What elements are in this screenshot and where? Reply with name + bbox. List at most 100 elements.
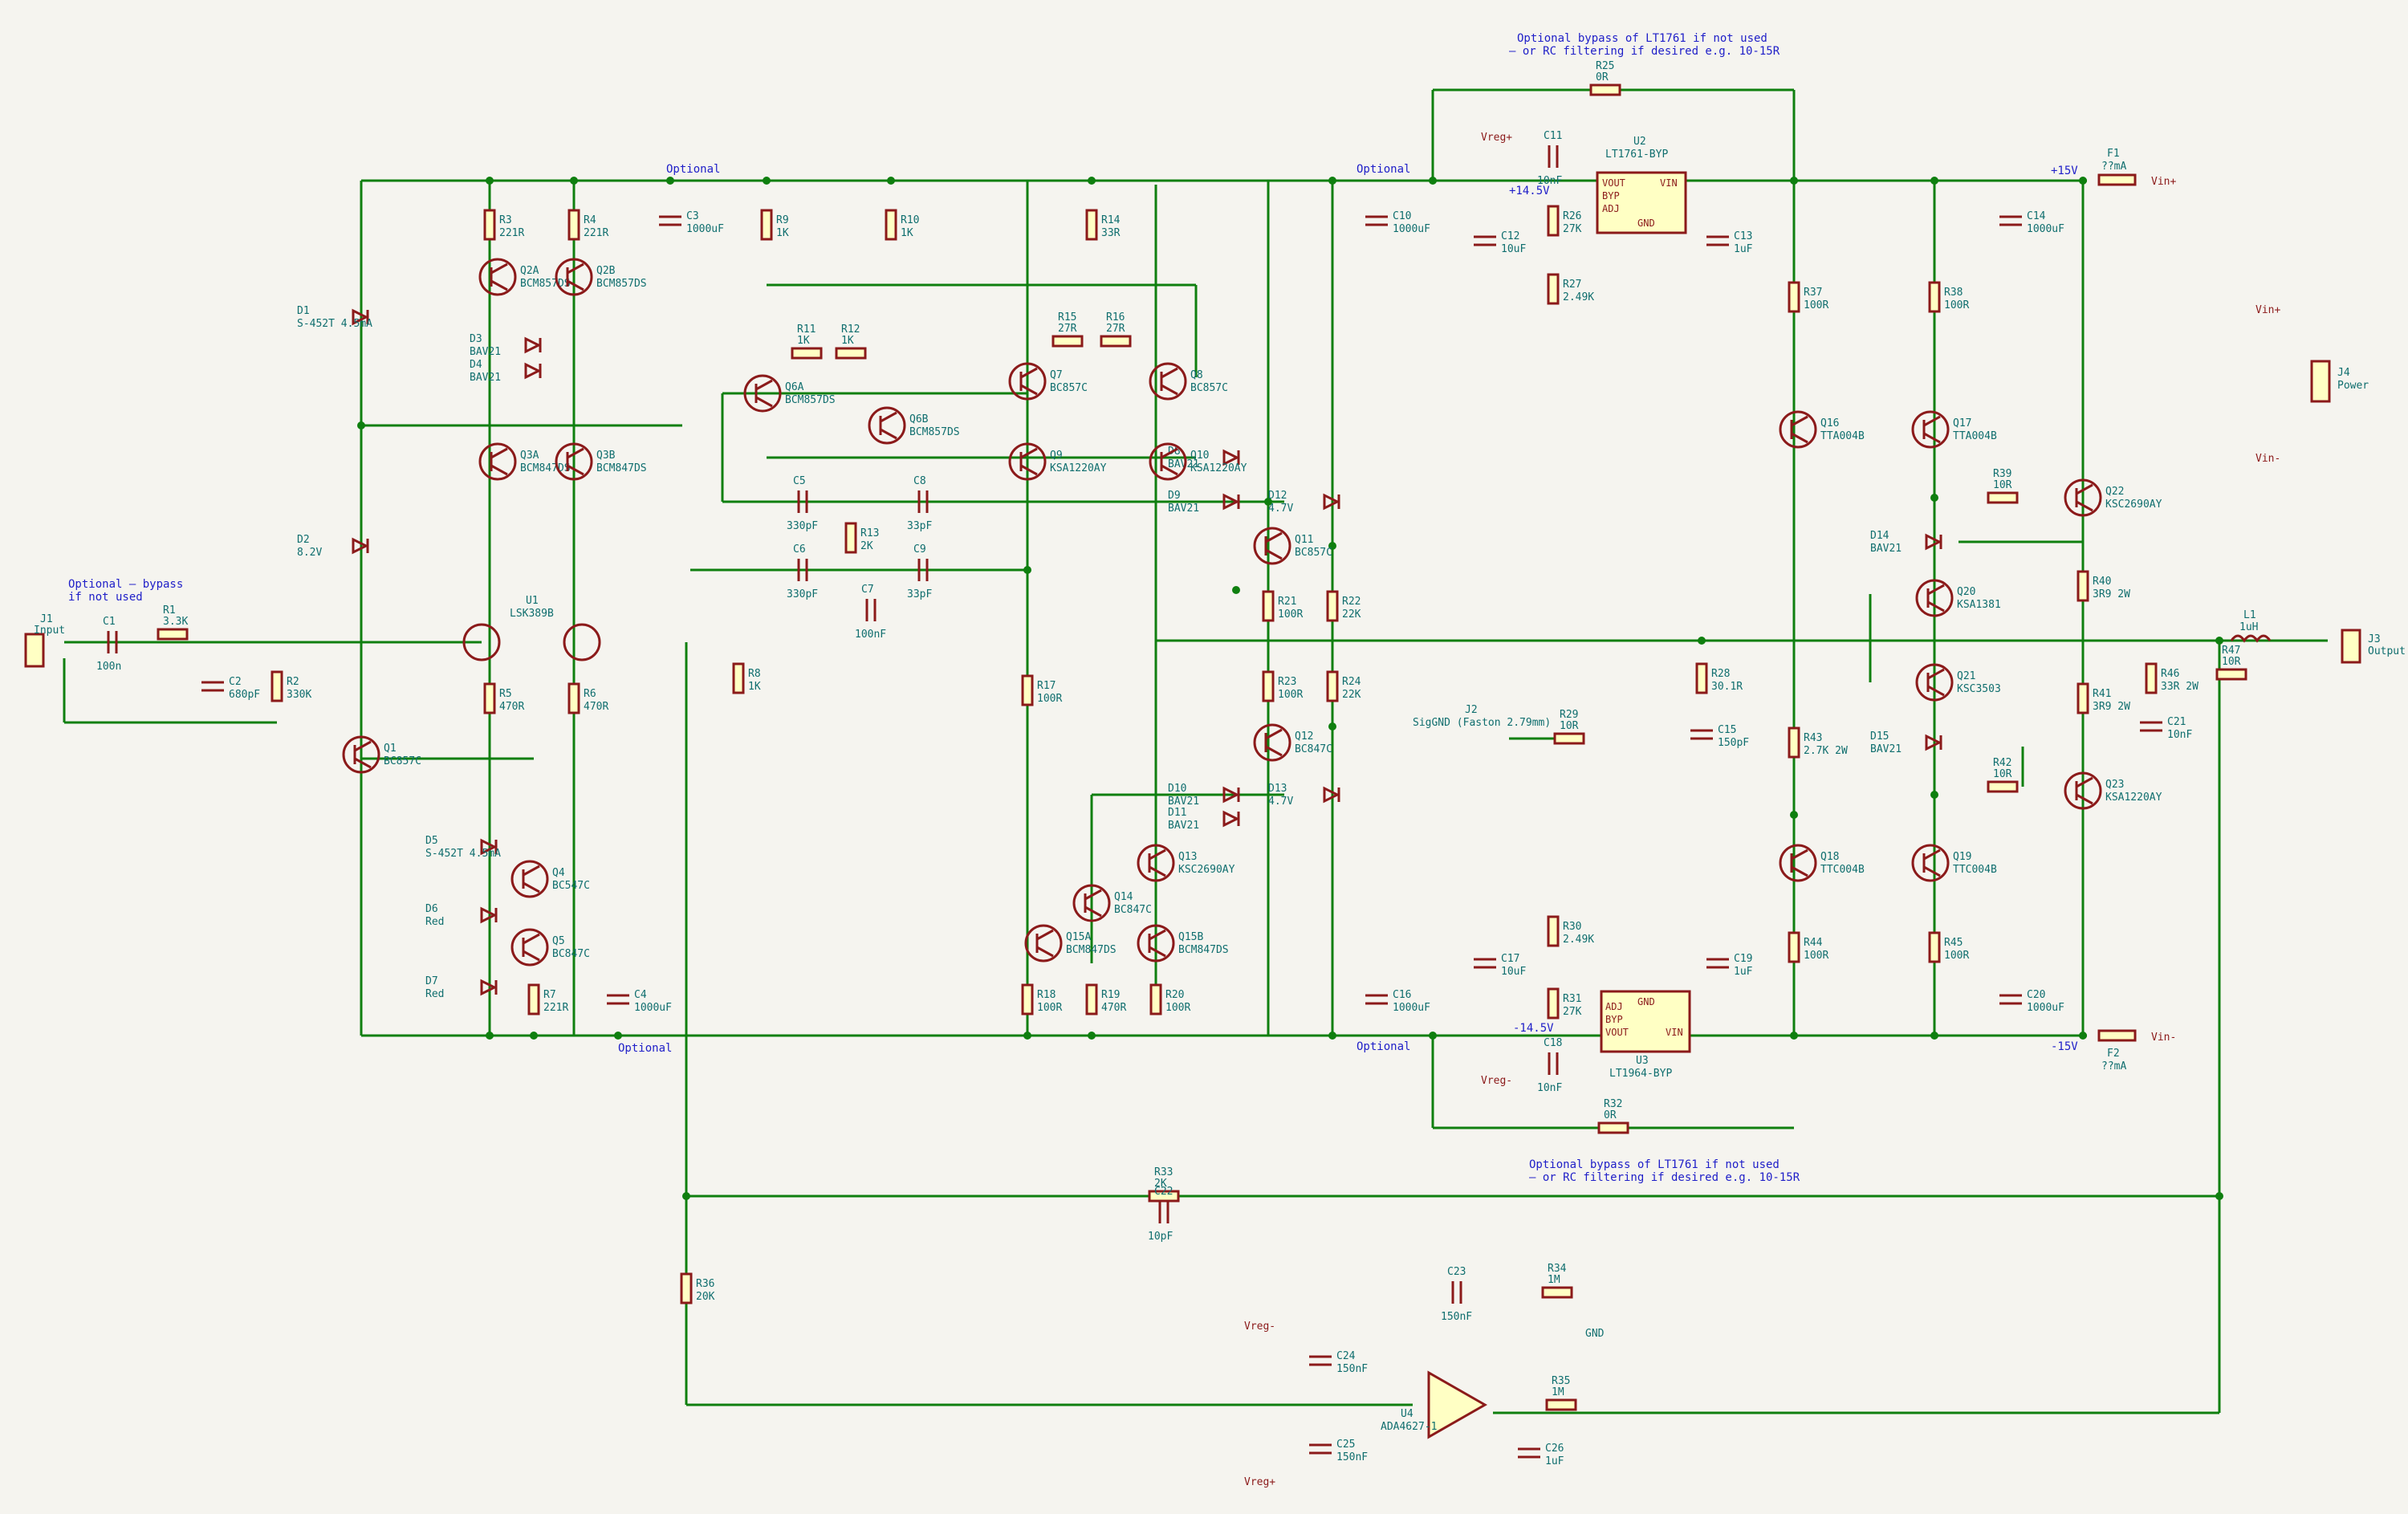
diode-d1[interactable]: D1S-452T 4.5mA: [297, 305, 372, 330]
resistor-r1[interactable]: R13.3K: [157, 604, 189, 641]
connector-j1[interactable]: J1 Input: [24, 613, 65, 668]
opamp-u4[interactable]: U4 ADA4627-1: [1381, 1370, 1488, 1439]
ic-u1[interactable]: U1 LSK389B: [462, 595, 601, 661]
fuse-f1[interactable]: F1 ??mA: [2097, 148, 2137, 186]
connector-j3[interactable]: J3 Output: [2341, 629, 2406, 664]
diode-d5[interactable]: D5S-452T 4.5mA: [425, 835, 501, 860]
diode-d2[interactable]: D28.2V: [297, 534, 369, 559]
fuse-f2[interactable]: F2 ??mA: [2097, 1029, 2137, 1072]
connector-j2[interactable]: J2 SigGND (Faston 2.79mm): [1413, 704, 1573, 740]
ic-u3[interactable]: U3 LT1964-BYP ADJ BYP VOUT VIN GND: [1600, 990, 1691, 1080]
ic-u2[interactable]: U2 LT1761-BYP VOUT BYP ADJ VIN GND: [1596, 136, 1687, 234]
